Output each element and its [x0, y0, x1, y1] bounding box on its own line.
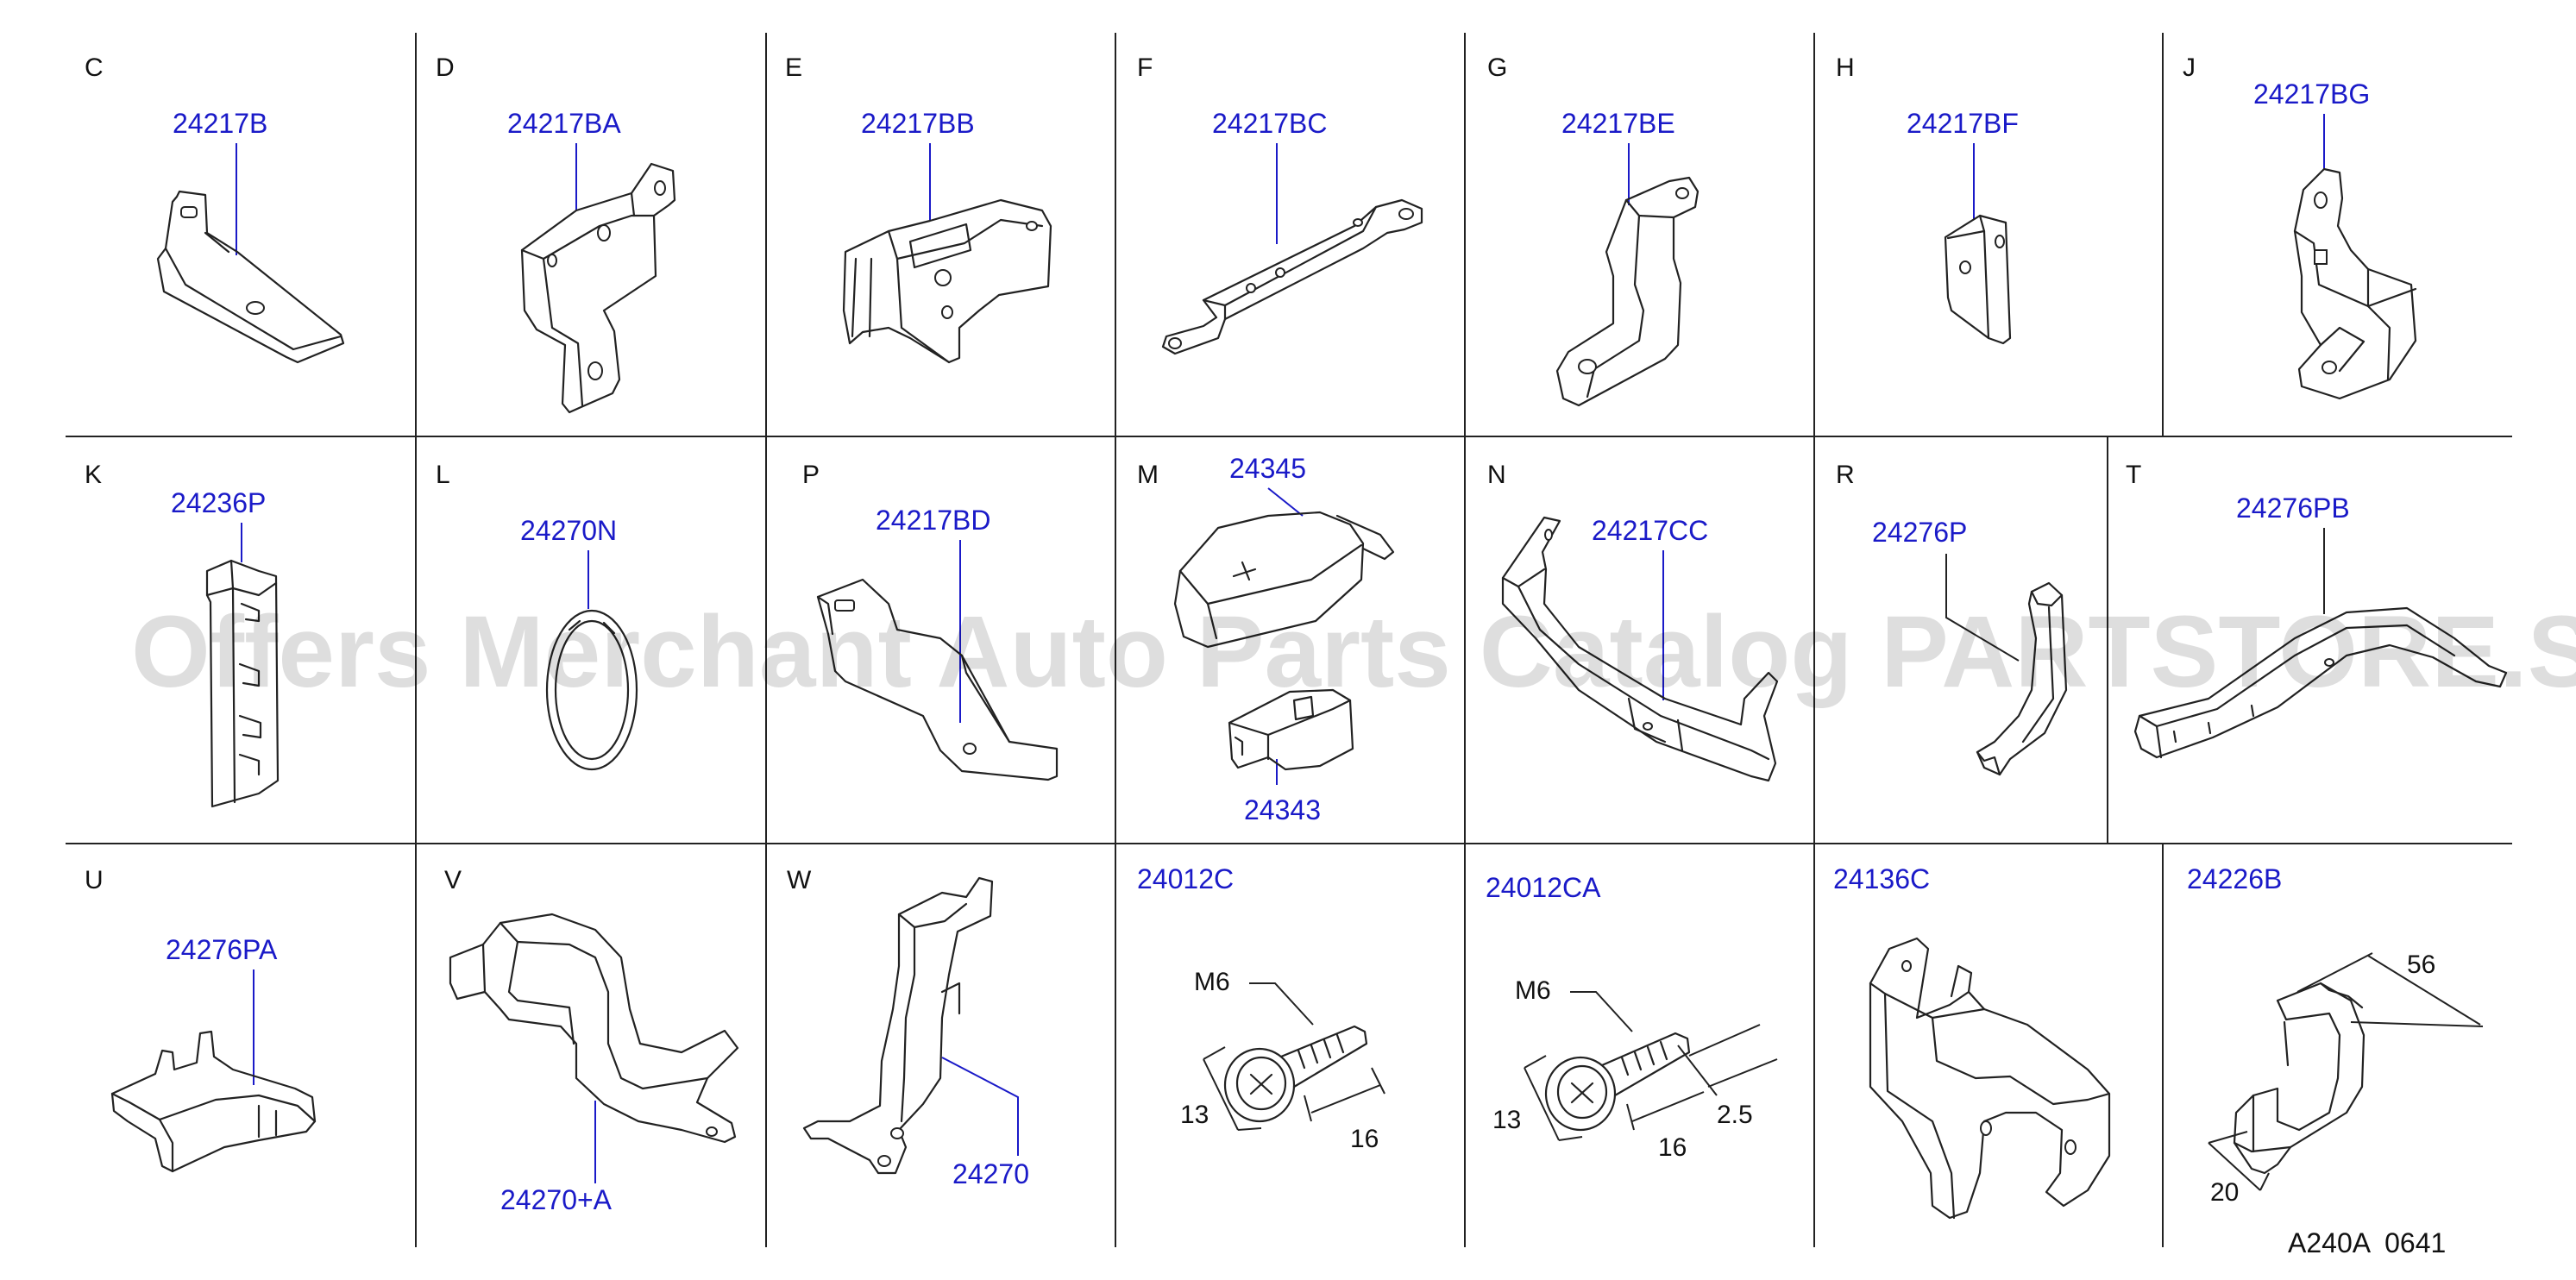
- dimension-lines: [1203, 1046, 1385, 1131]
- part-number-label[interactable]: 24217BE: [1561, 108, 1675, 139]
- dimension-label: 16: [1350, 1125, 1379, 1153]
- part-number-label[interactable]: 24136C: [1833, 863, 1930, 894]
- cell-letter: R: [1836, 461, 1855, 489]
- bracket-drawing: [1501, 516, 1779, 782]
- cell-letter: F: [1137, 53, 1153, 82]
- bracket-drawing: [1869, 937, 2111, 1220]
- dimension-label: 16: [1658, 1133, 1687, 1162]
- part-number-label[interactable]: 24226B: [2187, 863, 2282, 894]
- clip-drawing: [110, 1030, 317, 1173]
- clamp-ring-drawing: [545, 609, 638, 771]
- cell-c: C 24217B: [85, 53, 345, 364]
- cell-letter: J: [2183, 53, 2196, 82]
- cell-t: T 24276PB: [2126, 461, 2508, 759]
- clamp-drawing: [449, 913, 739, 1144]
- cell-letter: G: [1487, 53, 1507, 82]
- part-number-label[interactable]: 24012C: [1137, 863, 1234, 894]
- bracket-drawing: [842, 198, 1052, 364]
- part-number-label[interactable]: 24276PB: [2236, 493, 2350, 524]
- part-number-label[interactable]: 24270+A: [500, 1184, 613, 1215]
- bracket-drawing: [1944, 214, 2012, 345]
- part-number-label[interactable]: 24217CC: [1592, 515, 1708, 546]
- bracket-drawing: [1555, 176, 1700, 407]
- cell-bolt-24012c: 24012C M6 13 16: [1137, 863, 1385, 1153]
- bracket-drawing: [2293, 167, 2417, 400]
- cell-h: H 24217BF: [1836, 53, 2019, 345]
- cell-letter: C: [85, 53, 104, 82]
- part-number-label[interactable]: 24270: [952, 1158, 1029, 1189]
- clip-drawing: [2133, 606, 2508, 759]
- part-number-label[interactable]: 24345: [1229, 453, 1306, 484]
- part-number-label[interactable]: 24217BB: [861, 108, 975, 139]
- part-number-label[interactable]: 24217B: [173, 108, 267, 139]
- part-number-label[interactable]: 24217BC: [1212, 108, 1327, 139]
- thread-label: M6: [1194, 968, 1230, 996]
- dimension-label: 2.5: [1717, 1101, 1753, 1129]
- part-number-label[interactable]: 24270N: [520, 515, 617, 546]
- part-number-label[interactable]: 24217BF: [1907, 108, 2019, 139]
- cell-letter: V: [444, 866, 462, 894]
- bracket-drawing: [156, 190, 345, 364]
- dimension-lines: [1524, 1024, 1778, 1141]
- dimension-label: 20: [2210, 1178, 2239, 1207]
- cell-letter: N: [1487, 461, 1506, 489]
- dimension-label: 13: [1180, 1101, 1209, 1129]
- cell-f: F 24217BC: [1137, 53, 1423, 355]
- cell-letter: D: [436, 53, 455, 82]
- cell-letter: E: [785, 53, 802, 82]
- grid-lines: [66, 33, 2512, 1247]
- cell-v: V 24270+A: [444, 866, 739, 1215]
- cell-u: U 24276PA: [85, 866, 317, 1173]
- bracket-drawing: [802, 876, 994, 1175]
- cell-w: W 24270: [787, 866, 1029, 1189]
- dimension-label: 13: [1492, 1106, 1521, 1134]
- bracket-drawing: [816, 578, 1059, 781]
- cell-letter: W: [787, 866, 812, 894]
- cell-n: N 24217CC: [1487, 461, 1779, 782]
- dimension-label: 56: [2407, 951, 2435, 979]
- cell-p: P 24217BD: [802, 461, 1059, 781]
- clip-drawing: [2233, 982, 2366, 1175]
- diagram-code: A240A 0641: [2288, 1227, 2446, 1258]
- cell-l: L 24270N: [436, 461, 638, 771]
- cell-d: D 24217BA: [436, 53, 676, 414]
- cell-24226b: 24226B 56 20: [2187, 863, 2484, 1207]
- relay-drawing: [1173, 511, 1395, 649]
- thread-label: M6: [1515, 976, 1551, 1005]
- cell-k: K 24236P: [85, 461, 280, 808]
- cell-letter: H: [1836, 53, 1855, 82]
- part-number-label[interactable]: 24217BD: [876, 505, 990, 536]
- part-number-label[interactable]: 24236P: [171, 487, 266, 518]
- connector-drawing: [1228, 688, 1354, 771]
- cell-letter: M: [1137, 461, 1159, 489]
- part-number-label[interactable]: 24217BG: [2253, 78, 2370, 110]
- part-number-label[interactable]: 24276P: [1872, 517, 1967, 548]
- cell-letter: T: [2126, 461, 2141, 489]
- cell-letter: U: [85, 866, 104, 894]
- cell-g: G 24217BE: [1487, 53, 1700, 407]
- watermark-text: Offers Merchant Auto Parts Catalog PARTS…: [131, 595, 2576, 709]
- cell-letter: P: [802, 461, 820, 489]
- cell-r: R 24276P: [1836, 461, 2068, 776]
- cell-j: J 24217BG: [2183, 53, 2417, 400]
- bolt-drawing: [1223, 1025, 1368, 1123]
- clip-drawing: [205, 559, 280, 808]
- bolt-drawing: [1544, 1032, 1691, 1132]
- part-number-label[interactable]: 24217BA: [507, 108, 621, 139]
- cell-e: E 24217BB: [785, 53, 1052, 364]
- bracket-drawing: [520, 162, 676, 414]
- cell-24136c: 24136C: [1833, 863, 2111, 1220]
- dimension-lines: [2208, 952, 2484, 1191]
- cell-m: M 24345 24343: [1137, 453, 1395, 825]
- cell-bolt-24012ca: 24012CA M6 13 16 2.5: [1486, 872, 1778, 1162]
- bracket-drawing: [1161, 198, 1423, 355]
- part-number-label-2[interactable]: 24343: [1244, 794, 1321, 825]
- cell-letter: L: [436, 461, 450, 489]
- cell-letter: K: [85, 461, 102, 489]
- part-number-label[interactable]: 24012CA: [1486, 872, 1601, 903]
- part-number-label[interactable]: 24276PA: [166, 934, 278, 965]
- clip-drawing: [1976, 581, 2068, 776]
